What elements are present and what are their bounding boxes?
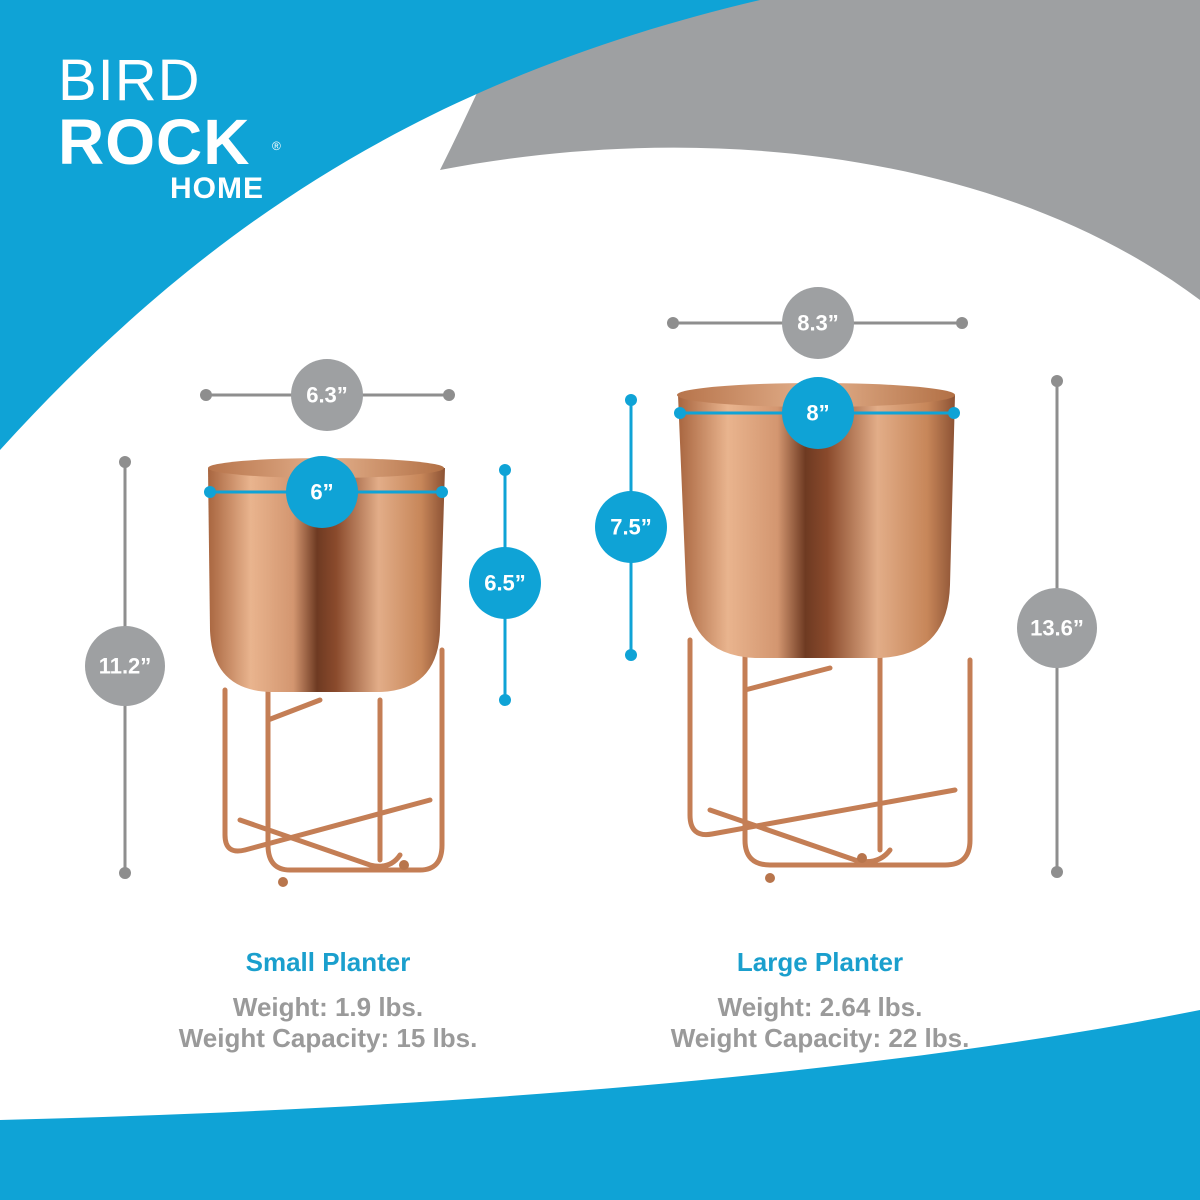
dim-large-outer-width — [667, 287, 968, 359]
large-planter-illustration — [677, 383, 973, 883]
label-small-outer-width: 6.3” — [306, 383, 348, 408]
large-planter-title: Large Planter — [736, 947, 904, 977]
logo-rock-text: ROCK — [58, 106, 251, 178]
dim-small-outer-width — [200, 359, 455, 431]
brand-logo: BIRD ROCK® HOME — [58, 52, 298, 204]
small-planter-caption: Small Planter Weight: 1.9 lbs. Weight Ca… — [128, 946, 528, 1054]
small-planter-illustration — [208, 458, 445, 887]
logo-line-bird: BIRD — [58, 48, 201, 113]
label-large-outer-width: 8.3” — [797, 311, 839, 336]
small-planter-capacity: Weight Capacity: 15 lbs. — [178, 1023, 478, 1053]
label-small-total-height: 11.2” — [99, 654, 152, 679]
dim-small-bowl-width — [204, 456, 448, 528]
label-small-bowl-height: 6.5” — [484, 571, 526, 596]
gray-swoosh — [440, 0, 1200, 300]
large-planter-weight: Weight: 2.64 lbs. — [717, 992, 923, 1022]
registered-mark: ® — [272, 139, 282, 153]
logo-line-rock: ROCK® — [58, 110, 298, 174]
dim-large-bowl-width — [674, 377, 960, 449]
dim-small-total-height — [85, 456, 165, 879]
small-planter-weight: Weight: 1.9 lbs. — [232, 992, 424, 1022]
label-large-bowl-height: 7.5” — [610, 515, 652, 540]
large-planter-caption: Large Planter Weight: 2.64 lbs. Weight C… — [620, 946, 1020, 1054]
dim-small-bowl-height — [469, 464, 541, 706]
label-large-total-height: 13.6” — [1030, 616, 1084, 641]
dim-large-bowl-height — [595, 394, 667, 661]
label-large-bowl-width: 8” — [806, 401, 829, 426]
blue-swoosh-bottom — [0, 1010, 1200, 1200]
small-planter-title: Small Planter — [245, 947, 411, 977]
dim-large-total-height — [1017, 375, 1097, 878]
blue-swoosh-top — [0, 0, 760, 450]
logo-line-home: HOME — [170, 172, 264, 205]
large-planter-capacity: Weight Capacity: 22 lbs. — [670, 1023, 970, 1053]
label-small-bowl-width: 6” — [310, 480, 333, 505]
